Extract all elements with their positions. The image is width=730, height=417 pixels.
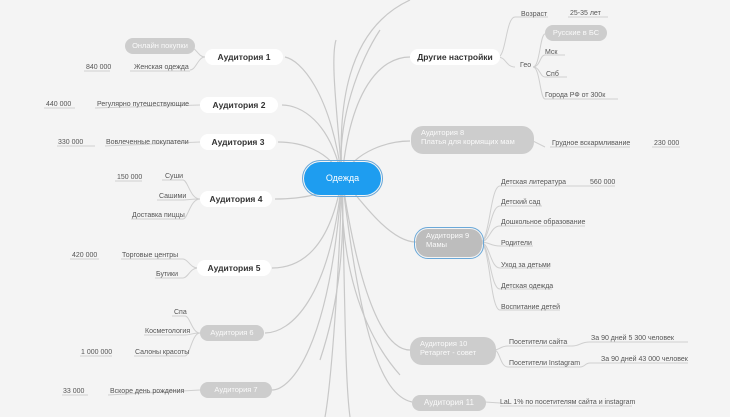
travelers-value: 440 000 [46,101,72,108]
spa-label[interactable]: Спа [174,309,187,316]
birthday-soon-value: 33 000 [63,388,85,395]
sushi-value: 150 000 [117,174,143,181]
sushi-label[interactable]: Суши [165,173,184,180]
beauty-salons-value: 1 000 000 [81,349,113,356]
geo-cities[interactable]: Города РФ от 300к [545,92,606,99]
geo-moscow[interactable]: Мск [545,49,558,56]
birthday-soon-label[interactable]: Вскоре день рождения [110,388,185,395]
shopping-centers-label[interactable]: Торговые центры [122,252,179,259]
sashimi-label[interactable]: Сашими [159,193,187,200]
breastfeeding-label[interactable]: Грудное вскармливание [552,140,631,147]
engaged-buyers-label[interactable]: Вовлеченные покупатели [106,139,189,146]
central-topic[interactable]: Одежда [302,160,383,197]
audience-8-title: Аудитория 8 [421,128,465,137]
shopping-centers-value: 420 000 [72,252,98,259]
other-settings-node[interactable]: Другие настройки [410,49,500,65]
travelers-label[interactable]: Регулярно путешествующие [97,101,190,108]
geo-spb[interactable]: Спб [546,71,559,78]
audience-8-node[interactable]: Аудитория 8 Платья для кормящих мам [411,126,534,154]
online-shopping-tag[interactable]: Онлайн покупки [125,38,195,54]
engaged-buyers-value: 330 000 [58,139,84,146]
audience-10-node[interactable]: Аудитория 10 Ретаргет - совет [410,337,496,365]
age-label[interactable]: Возраст [521,11,548,18]
audience-7-node[interactable]: Аудитория 7 [200,382,272,398]
kids-clothing-label[interactable]: Детская одежда [501,283,554,290]
audience-10-subtitle: Ретаргет - совет [420,348,477,357]
age-value: 25-35 лет [570,10,601,17]
audience-9-subtitle: Мамы [426,240,448,249]
lookalike-label[interactable]: LaL 1% по посетителям сайта и instagram [500,399,636,406]
preschool-education-label[interactable]: Дошкольное образование [501,219,586,226]
instagram-visitors-detail: За 90 дней 43 000 человек [601,356,688,363]
audience-8-subtitle: Платья для кормящих мам [421,137,515,146]
audience-5-node[interactable]: Аудитория 5 [197,260,271,276]
audience-6-node[interactable]: Аудитория 6 [200,325,264,341]
pizza-delivery-label[interactable]: Доставка пиццы [132,212,185,219]
site-visitors-label[interactable]: Посетители сайта [509,339,568,346]
womens-clothing-value: 840 000 [86,64,112,71]
beauty-salons-label[interactable]: Салоны красоты [135,349,190,356]
geo-label[interactable]: Гео [520,62,532,69]
audience-11-node[interactable]: Аудитория 11 [412,395,486,411]
kids-literature-label[interactable]: Детская литература [501,179,567,186]
site-visitors-detail: За 90 дней 5 300 человек [591,335,674,342]
parents-label[interactable]: Родители [501,240,532,247]
audience-9-title: Аудитория 9 [426,231,470,240]
kindergarten-label[interactable]: Детский сад [501,199,541,206]
audience-1-node[interactable]: Аудитория 1 [205,49,283,65]
kids-literature-value: 560 000 [590,179,616,186]
cosmetology-label[interactable]: Косметология [145,328,191,335]
instagram-visitors-label[interactable]: Посетители Instagram [509,360,581,367]
parenting-label[interactable]: Воспитание детей [501,304,561,311]
breastfeeding-value: 230 000 [654,140,680,147]
audience-3-node[interactable]: Аудитория 3 [200,134,276,150]
childcare-label[interactable]: Уход за детьми [501,262,551,269]
audience-9-node[interactable]: Аудитория 9 Мамы [414,227,484,259]
audience-2-node[interactable]: Аудитория 2 [200,97,278,113]
audience-4-node[interactable]: Аудитория 4 [200,191,272,207]
womens-clothing-label[interactable]: Женская одежда [134,64,189,71]
russians-bs-tag[interactable]: Русские в БС [545,25,607,41]
boutiques-label[interactable]: Бутики [156,271,179,278]
audience-10-title: Аудитория 10 [420,339,468,348]
